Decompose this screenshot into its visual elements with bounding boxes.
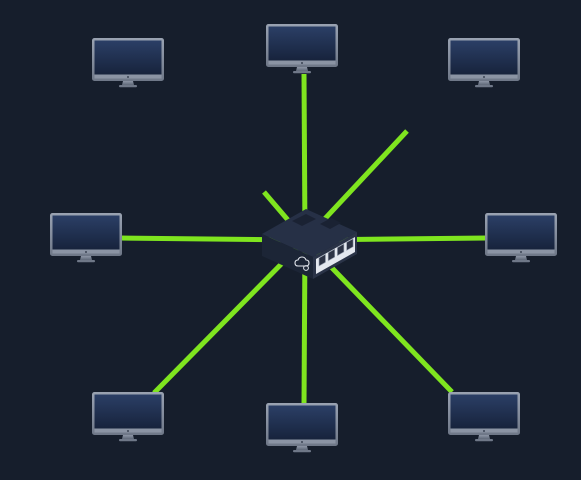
- monitor-screen: [450, 40, 518, 75]
- monitor-bottom-left: [92, 392, 164, 442]
- switch-port-4: [346, 238, 354, 251]
- monitor-base: [293, 71, 311, 74]
- gear-shape: [303, 265, 309, 271]
- switch-side: [262, 234, 313, 279]
- network-switch-icon: [262, 209, 357, 279]
- monitor-base: [512, 260, 530, 263]
- monitor-screen: [94, 40, 162, 75]
- monitor-stand: [478, 435, 490, 439]
- monitor-base: [475, 85, 493, 88]
- monitor-middle-left: [50, 213, 122, 263]
- monitor-top-left: [92, 38, 164, 88]
- monitor-stand: [80, 256, 92, 260]
- monitor-logo: [483, 430, 485, 432]
- monitor-logo: [85, 251, 87, 253]
- monitor-logo: [301, 441, 303, 443]
- monitor-bottom-right: [448, 392, 520, 442]
- computers: [50, 24, 557, 453]
- monitor-base: [119, 85, 137, 88]
- link-monitor-bottom-left: [152, 238, 307, 395]
- monitor-logo: [520, 251, 522, 253]
- monitor-logo: [127, 76, 129, 78]
- cloud-shape: [294, 256, 310, 267]
- monitor-screen: [487, 215, 555, 250]
- monitor-screen: [94, 394, 162, 429]
- monitor-screen: [450, 394, 518, 429]
- monitor-logo: [301, 62, 303, 64]
- monitor-screen: [268, 405, 336, 440]
- monitor-top-right: [448, 38, 520, 88]
- monitor-stand: [122, 435, 134, 439]
- monitor-stand: [122, 81, 134, 85]
- switch-port-1: [318, 253, 326, 267]
- monitor-stand: [296, 67, 308, 71]
- monitor-base: [475, 439, 493, 442]
- cloud-gear-icon: [294, 256, 310, 271]
- monitor-stand: [296, 446, 308, 450]
- monitor-screen: [52, 215, 120, 250]
- switch-vent: [292, 214, 316, 226]
- monitor-logo: [127, 430, 129, 432]
- monitor-top-center: [266, 24, 338, 74]
- switch-vent: [320, 218, 341, 229]
- monitor-stand: [515, 256, 527, 260]
- monitor-bottom-center: [266, 403, 338, 453]
- monitor-screen: [268, 26, 336, 61]
- monitor-base: [293, 450, 311, 453]
- switch-port-panel: [316, 237, 355, 274]
- switch-port-2: [327, 248, 335, 262]
- monitor-base: [119, 439, 137, 442]
- monitor-base: [77, 260, 95, 263]
- monitor-stand: [478, 81, 490, 85]
- monitor-middle-right: [485, 213, 557, 263]
- switch-top: [262, 209, 357, 257]
- switch-port-3: [337, 243, 345, 257]
- monitor-logo: [483, 76, 485, 78]
